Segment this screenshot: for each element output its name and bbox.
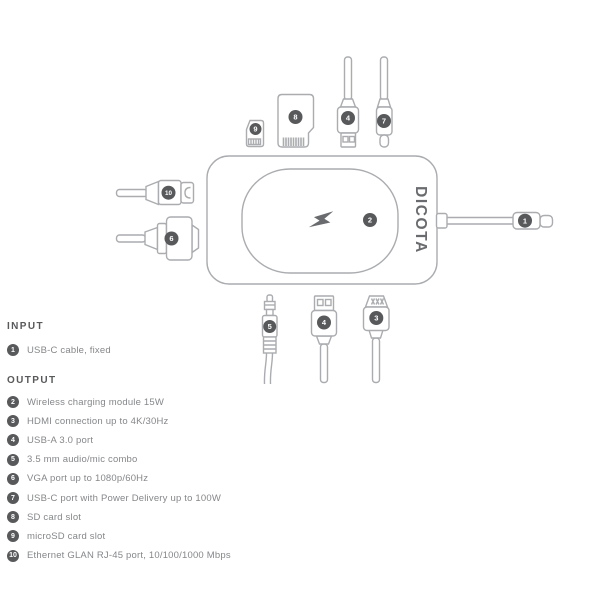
input-section-header: INPUT — [7, 321, 44, 332]
input-items: 1 USB-C cable, fixed — [7, 341, 427, 360]
legend-label-7: USB-C port with Power Delivery up to 100… — [27, 492, 222, 504]
usb-a-connector-bottom: 4 — [310, 295, 338, 384]
output-section-header: OUTPUT — [7, 375, 57, 386]
legend-label-5: 3.5 mm audio/mic combo — [27, 454, 138, 466]
marker-8 — [288, 110, 303, 124]
legend-badge-7: 7 — [7, 492, 19, 505]
marker-4-top — [341, 111, 355, 125]
legend-item-1: 1 USB-C cable, fixed — [7, 341, 427, 360]
hdmi-connector-bottom: 3 — [362, 295, 390, 384]
legend-badge-8: 8 — [7, 511, 19, 524]
legend-item-2: 2 Wireless charging module 15W — [7, 393, 427, 412]
legend-badge-2: 2 — [7, 396, 19, 409]
legend-badge-9: 9 — [7, 530, 19, 543]
marker-6 — [164, 231, 179, 246]
legend-label-9: microSD card slot — [27, 530, 106, 542]
marker-3-number: 3 — [374, 314, 378, 323]
usb-c-connector-top: 7 — [375, 56, 393, 148]
marker-2 — [363, 213, 377, 227]
marker-4-top-number: 4 — [346, 114, 351, 123]
legend-item-10: 10 Ethernet GLAN RJ-45 port, 10/100/1000… — [7, 546, 427, 565]
sd-card: 8 — [277, 93, 315, 148]
legend-badge-4: 4 — [7, 434, 19, 447]
ethernet-connector: 10 — [115, 179, 195, 206]
marker-4-bottom-number: 4 — [322, 318, 327, 327]
hub-body: 2 DICOTA — [206, 155, 438, 285]
vga-connector: 6 — [115, 216, 200, 261]
usb-a-connector-top: 4 — [336, 56, 360, 148]
legend-item-6: 6 VGA port up to 1080p/60Hz — [7, 469, 427, 488]
legend-label-4: USB-A 3.0 port — [27, 434, 94, 446]
legend-badge-3: 3 — [7, 415, 19, 428]
microsd-card: 9 — [245, 119, 265, 148]
legend-label-10: Ethernet GLAN RJ-45 port, 10/100/1000 Mb… — [27, 550, 231, 562]
marker-9-number: 9 — [253, 125, 257, 134]
marker-4-bottom — [317, 315, 331, 330]
marker-6-number: 6 — [169, 234, 173, 243]
marker-5 — [263, 320, 277, 333]
marker-7 — [377, 114, 391, 128]
marker-8-number: 8 — [293, 113, 297, 122]
usb-c-cable-fixed: 1 — [435, 211, 554, 230]
marker-1 — [518, 213, 532, 228]
legend-badge-6: 6 — [7, 472, 19, 485]
legend-label-2: Wireless charging module 15W — [27, 396, 165, 408]
legend-badge-1: 1 — [7, 344, 19, 357]
marker-7-number: 7 — [382, 117, 386, 126]
legend-item-8: 8 SD card slot — [7, 508, 427, 527]
legend-badge-5: 5 — [7, 453, 19, 466]
legend-item-5: 5 3.5 mm audio/mic combo — [7, 450, 427, 469]
legend-label-3: HDMI connection up to 4K/30Hz — [27, 415, 169, 427]
marker-10-number: 10 — [165, 190, 173, 197]
legend-badge-10: 10 — [7, 549, 19, 562]
marker-5-number: 5 — [268, 322, 272, 331]
marker-2-number: 2 — [368, 216, 372, 225]
legend-item-4: 4 USB-A 3.0 port — [7, 431, 427, 450]
legend-label-6: VGA port up to 1080p/60Hz — [27, 473, 149, 485]
legend-item-3: 3 HDMI connection up to 4K/30Hz — [7, 412, 427, 431]
dicota-logo: DICOTA — [412, 186, 429, 254]
output-items: 2 Wireless charging module 15W 3 HDMI co… — [7, 393, 427, 566]
marker-10 — [161, 185, 176, 200]
lightning-bolt-icon — [308, 211, 334, 228]
legend-item-9: 9 microSD card slot — [7, 527, 427, 546]
legend-label-8: SD card slot — [27, 511, 82, 523]
legend-item-7: 7 USB-C port with Power Delivery up to 1… — [7, 488, 427, 507]
legend-label-1: USB-C cable, fixed — [27, 344, 111, 356]
marker-3 — [369, 311, 384, 325]
audio-jack-connector: 5 — [261, 294, 278, 385]
marker-9 — [249, 123, 262, 135]
marker-1-number: 1 — [523, 216, 527, 225]
